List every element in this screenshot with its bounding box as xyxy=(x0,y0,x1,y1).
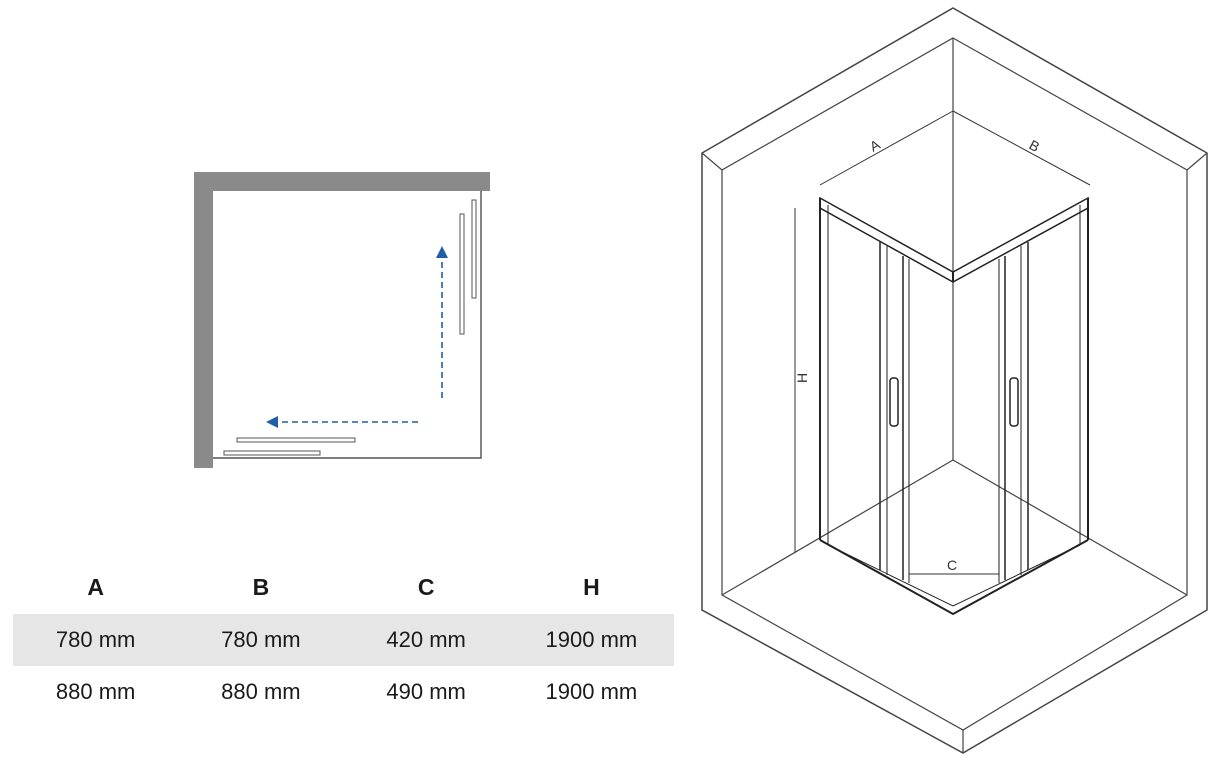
wall-left xyxy=(194,172,213,468)
header-h: H xyxy=(583,573,600,600)
header-b: B xyxy=(252,573,270,600)
arrow-up-head xyxy=(436,246,448,258)
label-c: C xyxy=(947,557,957,573)
door-panel-bottom-sliding xyxy=(236,437,356,443)
room-outline-outer xyxy=(701,7,1208,754)
room-outline-inner xyxy=(721,37,1188,731)
door-panel-bottom-fixed xyxy=(223,450,321,456)
room-floor-left xyxy=(721,459,954,596)
table-row: 780 mm 780 mm 420 mm 1900 mm xyxy=(13,614,674,666)
table-cell: 420 mm xyxy=(386,627,466,652)
dim-b-line xyxy=(952,110,1091,186)
table-cell: 780 mm xyxy=(221,627,301,652)
door-panel-right-sliding xyxy=(459,213,465,335)
enclosure-outline xyxy=(213,191,482,459)
enclosure-bottom-frame xyxy=(819,539,1089,616)
door-handle-right xyxy=(1009,377,1019,427)
wall-top xyxy=(194,172,490,191)
table-cell: 490 mm xyxy=(386,679,466,704)
table-cell: 1900 mm xyxy=(545,679,638,704)
enclosure-top-frame xyxy=(819,196,1089,283)
door-panel-right-fixed xyxy=(471,199,477,299)
door-handle-left xyxy=(889,377,899,427)
dimensions-table: A B C H 780 mm 780 mm 420 mm 1900 mm 880… xyxy=(13,560,674,718)
isometric-view-diagram: A B H C xyxy=(701,7,1208,754)
room-edge-left xyxy=(701,152,723,171)
header-a: A xyxy=(87,573,104,600)
table-header-row: A B C H xyxy=(13,560,674,614)
table-cell: 880 mm xyxy=(221,679,301,704)
table-cell: 780 mm xyxy=(55,627,136,652)
header-c: C xyxy=(417,573,435,600)
plan-view-diagram xyxy=(194,172,490,468)
table-cell: 1900 mm xyxy=(545,627,638,652)
arrow-left-head xyxy=(266,416,278,428)
enclosure-bottom-frame-inner xyxy=(827,544,1081,607)
room-floor-right xyxy=(952,459,1188,596)
dim-a-line xyxy=(819,110,954,186)
label-h: H xyxy=(794,373,810,383)
table-cell: 880 mm xyxy=(55,679,136,704)
label-a: A xyxy=(867,136,883,155)
table-row: 880 mm 880 mm 490 mm 1900 mm xyxy=(13,666,674,718)
room-edge-right xyxy=(1186,152,1208,171)
